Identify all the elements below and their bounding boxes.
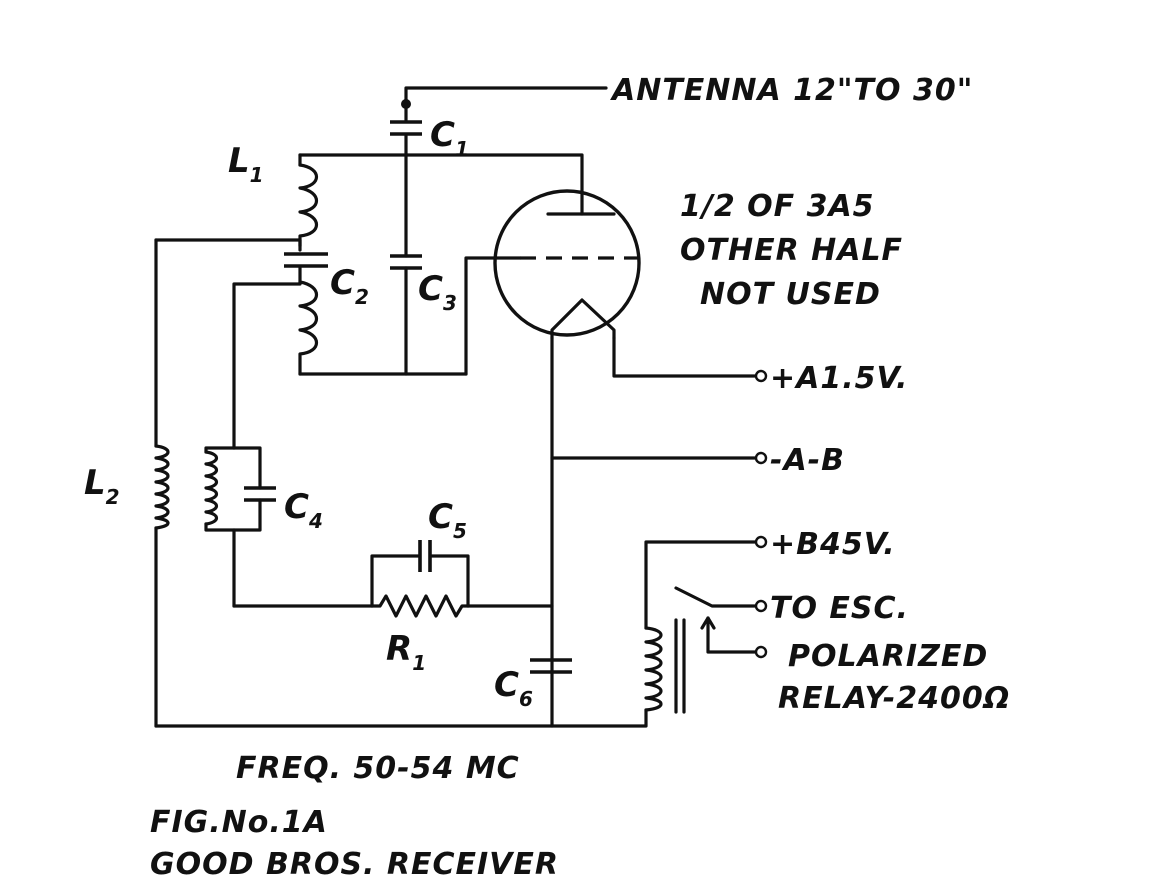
capacitor-c3 bbox=[390, 254, 422, 270]
inductor-l1-lower bbox=[298, 266, 319, 376]
inductor-l1 bbox=[298, 153, 319, 248]
c2-label: C2 bbox=[330, 263, 369, 309]
c4-branch bbox=[232, 446, 262, 608]
c1-label: C1 bbox=[430, 115, 469, 161]
c3-label: C3 bbox=[418, 269, 457, 315]
terminal-label-esc: TO ESC. bbox=[770, 591, 909, 626]
capacitor-c1 bbox=[390, 120, 422, 136]
relay-label: RELAY-2400Ω bbox=[778, 681, 1010, 716]
l2-top-wire bbox=[154, 238, 302, 252]
terminal-esc bbox=[754, 599, 768, 613]
r1-label: R1 bbox=[386, 629, 426, 675]
relay-coil bbox=[644, 618, 686, 714]
frequency-label: FREQ. 50-54 MC bbox=[236, 751, 520, 786]
tube-note-line-1: 1/2 OF 3A5 bbox=[680, 189, 875, 224]
terminal-b-plus bbox=[754, 535, 768, 549]
tube-note-line-2: OTHER HALF bbox=[680, 233, 903, 268]
b-plus-lead bbox=[644, 540, 758, 630]
vacuum-tube-3a5 bbox=[493, 189, 641, 340]
terminal-polarized bbox=[754, 645, 768, 659]
relay-contact bbox=[674, 586, 758, 654]
tube-note-line-3: NOT USED bbox=[700, 277, 881, 312]
c5-label: C5 bbox=[428, 497, 467, 543]
c6-label: C6 bbox=[494, 665, 533, 711]
terminal-label-polarized: POLARIZED bbox=[788, 639, 988, 674]
inductor-l2 bbox=[154, 444, 170, 530]
terminal-label-b-plus: +B45V. bbox=[770, 527, 896, 562]
c2-left-wire bbox=[232, 282, 302, 450]
terminal-label-ab-minus: -A-B bbox=[770, 443, 845, 478]
capacitor-c4 bbox=[244, 486, 276, 502]
top-rail bbox=[298, 134, 584, 216]
antenna-label: ANTENNA 12"TO 30" bbox=[610, 73, 973, 108]
filament-plus-lead bbox=[612, 336, 758, 378]
c5-loop bbox=[370, 554, 470, 608]
ohm-symbol: Ω bbox=[982, 681, 1011, 716]
terminal-ab-minus bbox=[754, 451, 768, 465]
c4-label: C4 bbox=[284, 487, 323, 533]
capacitor-c5 bbox=[418, 540, 432, 572]
bottom-rail bbox=[154, 708, 648, 728]
resistor-r1 bbox=[370, 594, 470, 618]
l1-label: L1 bbox=[228, 141, 264, 187]
figure-caption: GOOD BROS. RECEIVER bbox=[150, 847, 559, 882]
l2-label: L2 bbox=[84, 463, 120, 509]
antenna-lead bbox=[401, 86, 608, 122]
choke-rfc bbox=[204, 446, 236, 532]
terminal-a-plus bbox=[754, 369, 768, 383]
terminal-label-a-plus: +A1.5V. bbox=[770, 361, 908, 396]
capacitor-c2 bbox=[284, 252, 328, 268]
grid-lead bbox=[464, 256, 522, 376]
capacitor-c6 bbox=[530, 658, 572, 674]
figure-number: FIG.No.1A bbox=[150, 805, 328, 840]
